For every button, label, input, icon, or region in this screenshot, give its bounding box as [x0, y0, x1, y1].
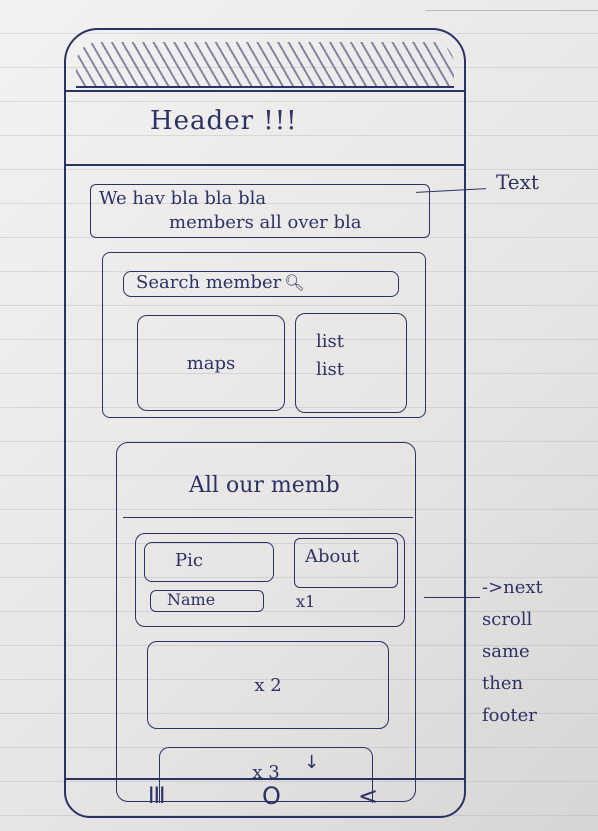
app-header: Header !!!	[66, 90, 464, 166]
intro-line-2: members all over bla	[169, 212, 362, 233]
members-divider	[123, 517, 413, 518]
annotation-next-line: same	[482, 641, 530, 662]
intro-text-box: We hav bla bla bla members all over bla	[90, 184, 430, 238]
android-nav-bar: III O <	[66, 778, 464, 816]
member-card-count: x1	[296, 592, 316, 611]
annotation-next-line: ->next	[482, 577, 543, 598]
member-card-count: x 2	[254, 674, 282, 696]
member-about: About	[294, 538, 398, 588]
list-item[interactable]: list	[316, 331, 344, 352]
annotation-next: ->next scroll same then footer	[482, 572, 594, 732]
map-view[interactable]: maps	[137, 315, 285, 411]
recent-apps-icon[interactable]: III	[148, 784, 165, 809]
members-title: All our memb	[189, 473, 340, 498]
list-item[interactable]: list	[316, 359, 344, 380]
search-placeholder: Search member	[136, 272, 282, 293]
scroll-down-icon: ↓	[304, 752, 320, 773]
annotation-text: Text	[496, 170, 539, 194]
phone-frame: Header !!!	[64, 28, 466, 818]
search-icon[interactable]: 🔍︎	[284, 273, 305, 292]
member-card-1[interactable]: Pic About Name x1	[135, 533, 405, 627]
member-card-2[interactable]: x 2	[147, 641, 389, 729]
header-title: Header !!!	[150, 106, 298, 136]
member-card-3[interactable]: x 3	[159, 747, 373, 803]
map-label: maps	[186, 352, 236, 374]
members-section: All our memb Pic About Name x1 x 2 x 3	[116, 442, 416, 803]
member-card-count: x 3	[252, 762, 280, 783]
member-name: Name	[150, 590, 264, 612]
annotation-line-next	[424, 597, 480, 598]
annotation-next-line: scroll	[482, 609, 533, 630]
paper-top-edge	[425, 0, 598, 11]
intro-line-1: We hav bla bla bla	[99, 188, 267, 209]
annotation-next-line: then	[482, 673, 524, 694]
annotation-next-line: footer	[482, 705, 537, 726]
member-list[interactable]: list list	[295, 313, 407, 413]
home-icon[interactable]: O	[262, 782, 281, 810]
search-input[interactable]: Search member🔍︎	[123, 271, 399, 297]
status-bar	[76, 42, 454, 88]
member-pic: Pic	[144, 542, 274, 582]
search-section: Search member🔍︎ maps list list	[102, 252, 426, 418]
back-icon[interactable]: <	[358, 782, 379, 810]
